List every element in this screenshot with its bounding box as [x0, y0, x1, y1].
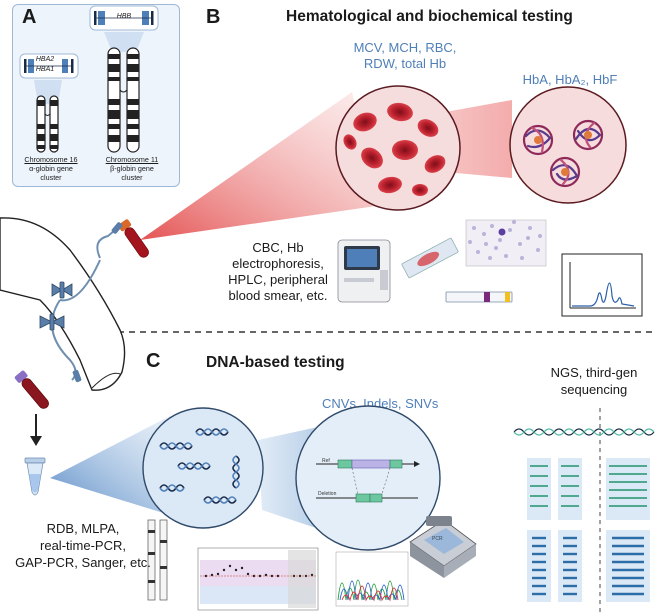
hemoglobin-types-label: HbA, HbA₂, HbF: [522, 72, 618, 87]
gene-hba2-label: HBA2: [35, 56, 55, 63]
panel-c-title: DNA-based testing: [206, 354, 345, 371]
hematology-methods-line-3: HPLC, peripheral: [228, 272, 328, 287]
chromosome-16-name: Chromosome 16: [24, 155, 78, 164]
dna-methods-line-2: real-time-PCR,: [40, 538, 126, 553]
hemoglobin-magnifier: [509, 86, 627, 204]
hemoglobin-molecules: [522, 119, 604, 188]
chromosome-16-label: Chromosome 16 α-globin gene cluster: [16, 155, 86, 182]
hematology-analyzer-icon: [337, 239, 391, 303]
chromosome-11-desc-2: cluster: [121, 173, 143, 182]
dna-methods-line-3: GAP-PCR, Sanger, etc.: [15, 555, 151, 570]
reverse-dot-blot-strips: [147, 519, 168, 601]
ngs-label: NGS, third-gen sequencing: [536, 364, 652, 398]
rbc-parameters-label: MCV, MCH, RBC, RDW, total Hb: [340, 40, 470, 72]
hematology-methods-line-4: blood smear, etc.: [228, 288, 328, 303]
pcr-device-label: PCR: [432, 536, 443, 542]
deletion-schematic: [316, 459, 420, 503]
mlpa-plot: [197, 547, 319, 611]
gene-hbb-label: HBB: [116, 13, 132, 20]
chromosome-11-name: Chromosome 11: [105, 155, 159, 164]
panel-b-letter: B: [206, 6, 221, 28]
blood-tube-lower-icon: [14, 370, 49, 409]
dna-methods-line-1: RDB, MLPA,: [46, 521, 120, 536]
rbc-parameters-line-1: MCV, MCH, RBC,: [353, 40, 457, 55]
down-arrow-icon: [30, 414, 42, 446]
red-blood-cells: [343, 102, 446, 196]
rbc-parameters-line-2: RDW, total Hb: [363, 56, 447, 71]
peripheral-blood-smear-image: [465, 219, 547, 267]
chromosome-16-desc-2: cluster: [40, 173, 62, 182]
panel-b-title: Hematological and biochemical testing: [286, 8, 573, 25]
ngs-label-line-2: sequencing: [560, 382, 628, 397]
hematology-methods-line-2: electrophoresis,: [232, 256, 324, 271]
chromosome-11-label: Chromosome 11 β-globin gene cluster: [97, 155, 167, 182]
variants-label: CNVs, Indels, SNVs: [322, 396, 439, 411]
panel-c-letter: C: [146, 350, 161, 372]
panel-a-letter: A: [22, 6, 37, 28]
electrophoresis-strip-icon: [445, 291, 513, 303]
ngs-label-line-1: NGS, third-gen: [550, 365, 638, 380]
sanger-electropherogram: [335, 551, 409, 607]
ngs-reads-illustration: [513, 428, 655, 602]
hematology-methods-line-1: CBC, Hb: [252, 240, 304, 255]
hplc-chromatogram: [561, 253, 643, 317]
chromosome-11-desc-1: β-globin gene: [110, 164, 154, 173]
deletion-deletion-label: Deletion: [318, 491, 337, 497]
blood-slide-icon: [401, 237, 459, 279]
dna-fragments: [159, 428, 240, 504]
dna-methods: RDB, MLPA, real-time-PCR, GAP-PCR, Sange…: [8, 520, 158, 571]
gene-hba1-label: HBA1: [35, 66, 55, 73]
pcr-machine-icon: [409, 516, 477, 578]
deletion-ref-label: Ref: [322, 458, 330, 464]
microtube-icon: [24, 457, 46, 496]
deletion-magnifier: [295, 405, 441, 551]
chromosome-illustration: [19, 5, 159, 153]
hematology-methods: CBC, Hb electrophoresis, HPLC, periphera…: [218, 240, 338, 304]
chromosome-16-desc-1: α-globin gene: [29, 164, 73, 173]
blood-tube-icon: [118, 219, 149, 258]
